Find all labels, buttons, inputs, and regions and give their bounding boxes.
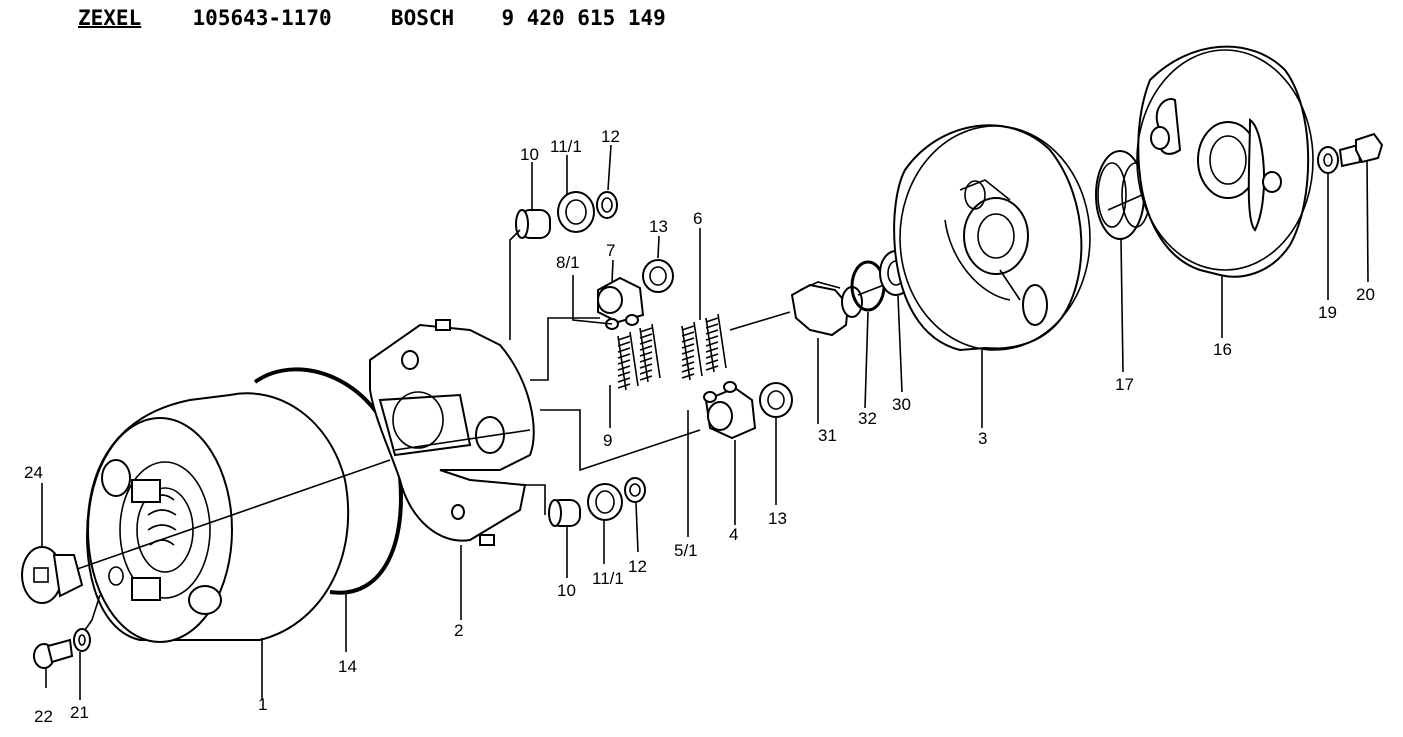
label-9: 9 bbox=[603, 431, 612, 450]
lower-pin-group bbox=[520, 477, 646, 527]
part-22-screw bbox=[33, 638, 74, 669]
label-21: 21 bbox=[70, 703, 89, 722]
label-30: 30 bbox=[892, 395, 911, 414]
label-12-top: 12 bbox=[601, 127, 620, 146]
part-19-washer bbox=[1317, 146, 1339, 174]
label-24: 24 bbox=[24, 463, 43, 482]
header-bosch-number: 9 420 615 149 bbox=[501, 6, 666, 30]
header-part-number: 105643-1170 bbox=[192, 6, 332, 30]
label-20: 20 bbox=[1356, 285, 1375, 304]
header-brand: BOSCH bbox=[390, 6, 455, 30]
label-10-bottom: 10 bbox=[557, 581, 576, 600]
label-11-1-bottom: 11/1 bbox=[592, 569, 624, 588]
label-8-1: 8/1 bbox=[556, 253, 580, 272]
part-24-plug bbox=[21, 546, 84, 604]
part-21-washer bbox=[73, 628, 91, 652]
label-16: 16 bbox=[1213, 340, 1232, 359]
label-7: 7 bbox=[606, 241, 615, 260]
label-13-bottom: 13 bbox=[768, 509, 787, 528]
label-32: 32 bbox=[858, 409, 877, 428]
label-3: 3 bbox=[978, 429, 987, 448]
label-11-1-top: 11/1 bbox=[550, 137, 582, 156]
part-20-bolt bbox=[1338, 132, 1384, 168]
part-2-hub bbox=[369, 319, 535, 546]
label-2: 2 bbox=[454, 621, 463, 640]
part-labels: 10 11/1 12 13 7 8/1 6 9 31 32 30 3 17 16… bbox=[24, 127, 1375, 726]
part-3-cover bbox=[893, 124, 1091, 352]
label-5-1: 5/1 bbox=[674, 541, 698, 560]
part-7-flyweight bbox=[530, 259, 674, 381]
label-31: 31 bbox=[818, 426, 837, 445]
label-22: 22 bbox=[34, 707, 53, 726]
label-10-top: 10 bbox=[520, 145, 539, 164]
label-13-top: 13 bbox=[649, 217, 668, 236]
label-12-bottom: 12 bbox=[628, 557, 647, 576]
leader-lines bbox=[41, 144, 1369, 700]
label-1: 1 bbox=[258, 695, 267, 714]
label-14: 14 bbox=[338, 657, 357, 676]
label-6: 6 bbox=[693, 209, 702, 228]
header-maker: ZEXEL bbox=[78, 6, 142, 30]
upper-pin-group bbox=[509, 191, 618, 340]
part-9-springs bbox=[617, 323, 661, 391]
label-17: 17 bbox=[1115, 375, 1134, 394]
part-6-springs bbox=[681, 311, 791, 381]
label-19: 19 bbox=[1318, 303, 1337, 322]
part-4-flyweight bbox=[540, 381, 793, 472]
label-4: 4 bbox=[729, 525, 738, 544]
part-1-housing bbox=[59, 392, 391, 643]
part-16-flange bbox=[1136, 45, 1314, 278]
diagram-header: ZEXEL 105643-1170 BOSCH 9 420 615 149 bbox=[78, 6, 666, 36]
